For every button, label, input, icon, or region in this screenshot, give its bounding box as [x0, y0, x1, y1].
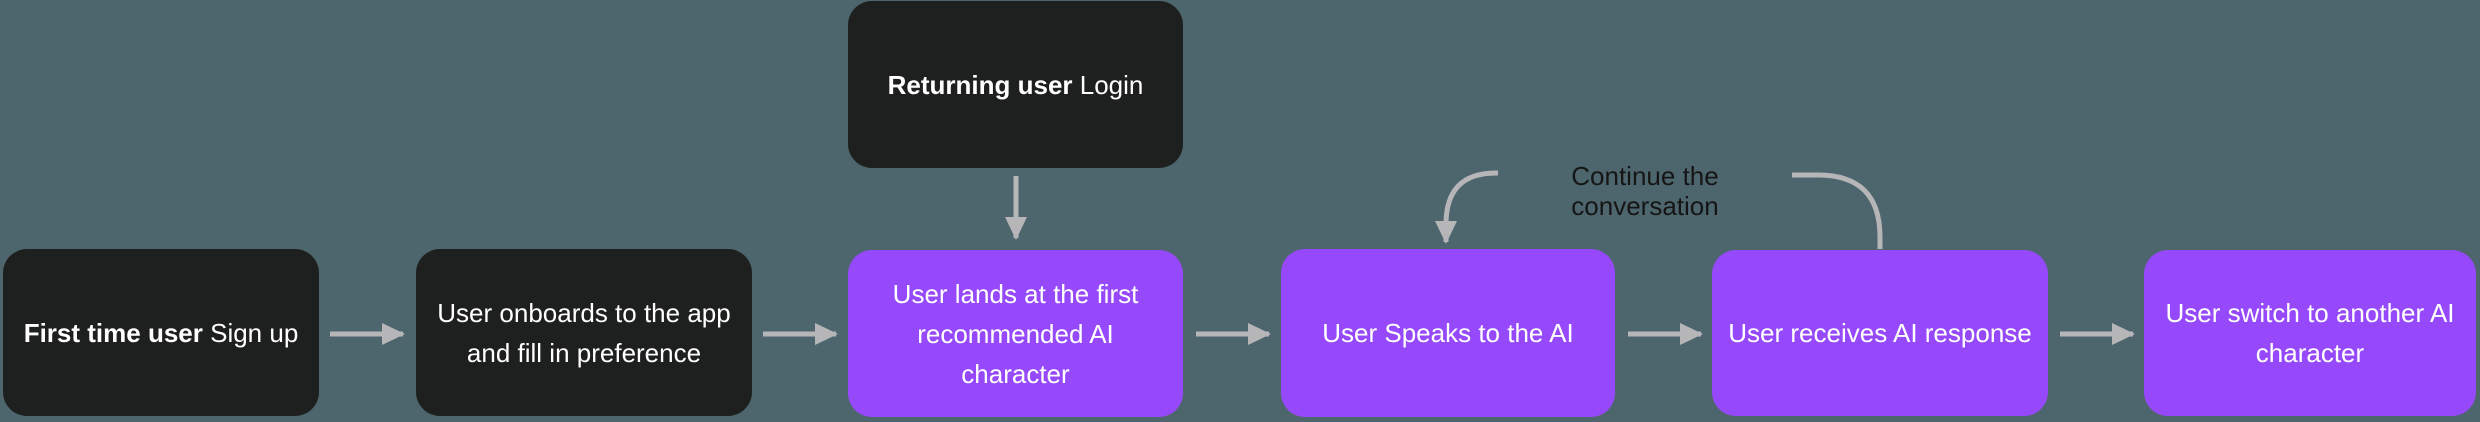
node-returning-user-login: Returning user Login — [848, 1, 1183, 168]
node-label: User receives AI response — [1728, 318, 2032, 348]
node-user-receives-ai-response: User receives AI response — [1712, 250, 2048, 416]
node-label: Returning user Login — [887, 69, 1144, 100]
node-user-switch-to-another-ai: User switch to another AI character — [2144, 250, 2476, 416]
node-label: First time user Sign up — [23, 317, 299, 348]
node-user-onboards: User onboards to the app and fill in pre… — [416, 249, 752, 416]
node-user-lands-at-recommended-ai: User lands at the first recommended AI c… — [848, 250, 1183, 417]
loop-arrow-right-segment — [1792, 172, 1883, 249]
node-label: User switch to another AI character — [2165, 298, 2455, 368]
node-first-time-user-signup: First time user Sign up — [3, 249, 319, 416]
loop-label-continue-conversation: Continue the conversation — [1571, 161, 1719, 221]
loop-arrow-left-segment — [1435, 170, 1498, 245]
node-label: User lands at the first recommended AI c… — [892, 278, 1139, 389]
node-label: User onboards to the app and fill in pre… — [437, 297, 731, 368]
node-label: User Speaks to the AI — [1322, 318, 1574, 348]
node-user-speaks-to-ai: User Speaks to the AI — [1281, 249, 1615, 417]
